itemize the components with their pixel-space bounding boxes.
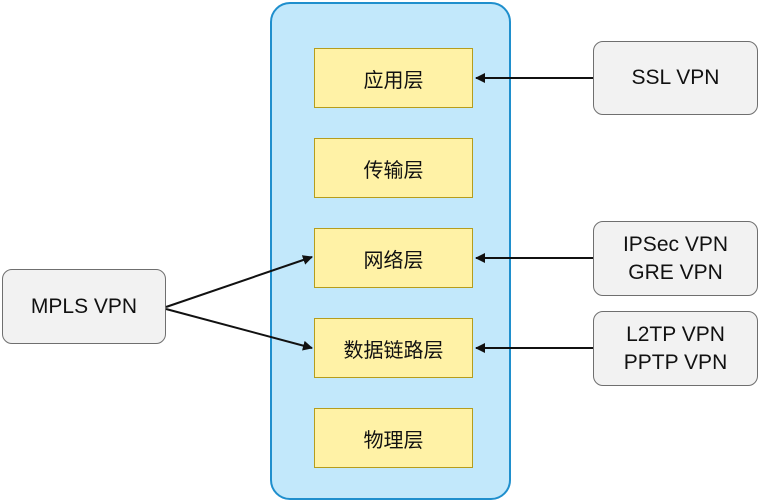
vpn-label: IPSec VPN bbox=[622, 232, 729, 256]
vpn-box-l2tp-pptp: L2TP VPN PPTP VPN bbox=[593, 311, 758, 386]
vpn-label: L2TP VPN bbox=[626, 322, 725, 346]
vpn-box-ssl: SSL VPN bbox=[593, 41, 758, 115]
vpn-box-ipsec-gre: IPSec VPN GRE VPN bbox=[593, 221, 758, 296]
vpn-label: MPLS VPN bbox=[30, 294, 138, 318]
layer-label: 传输层 bbox=[363, 157, 424, 182]
layer-label: 物理层 bbox=[363, 427, 424, 452]
vpn-label: PPTP VPN bbox=[623, 350, 728, 374]
layer-label: 数据链路层 bbox=[343, 337, 444, 362]
layer-physical: 物理层 bbox=[314, 408, 473, 468]
layer-application: 应用层 bbox=[314, 48, 473, 108]
vpn-box-mpls: MPLS VPN bbox=[2, 269, 166, 344]
vpn-label: GRE VPN bbox=[628, 260, 723, 284]
layer-label: 网络层 bbox=[363, 247, 424, 272]
vpn-label: SSL VPN bbox=[631, 66, 720, 89]
layer-transport: 传输层 bbox=[314, 138, 473, 198]
layer-network: 网络层 bbox=[314, 228, 473, 288]
layer-data-link: 数据链路层 bbox=[314, 318, 473, 378]
layer-label: 应用层 bbox=[363, 67, 424, 92]
